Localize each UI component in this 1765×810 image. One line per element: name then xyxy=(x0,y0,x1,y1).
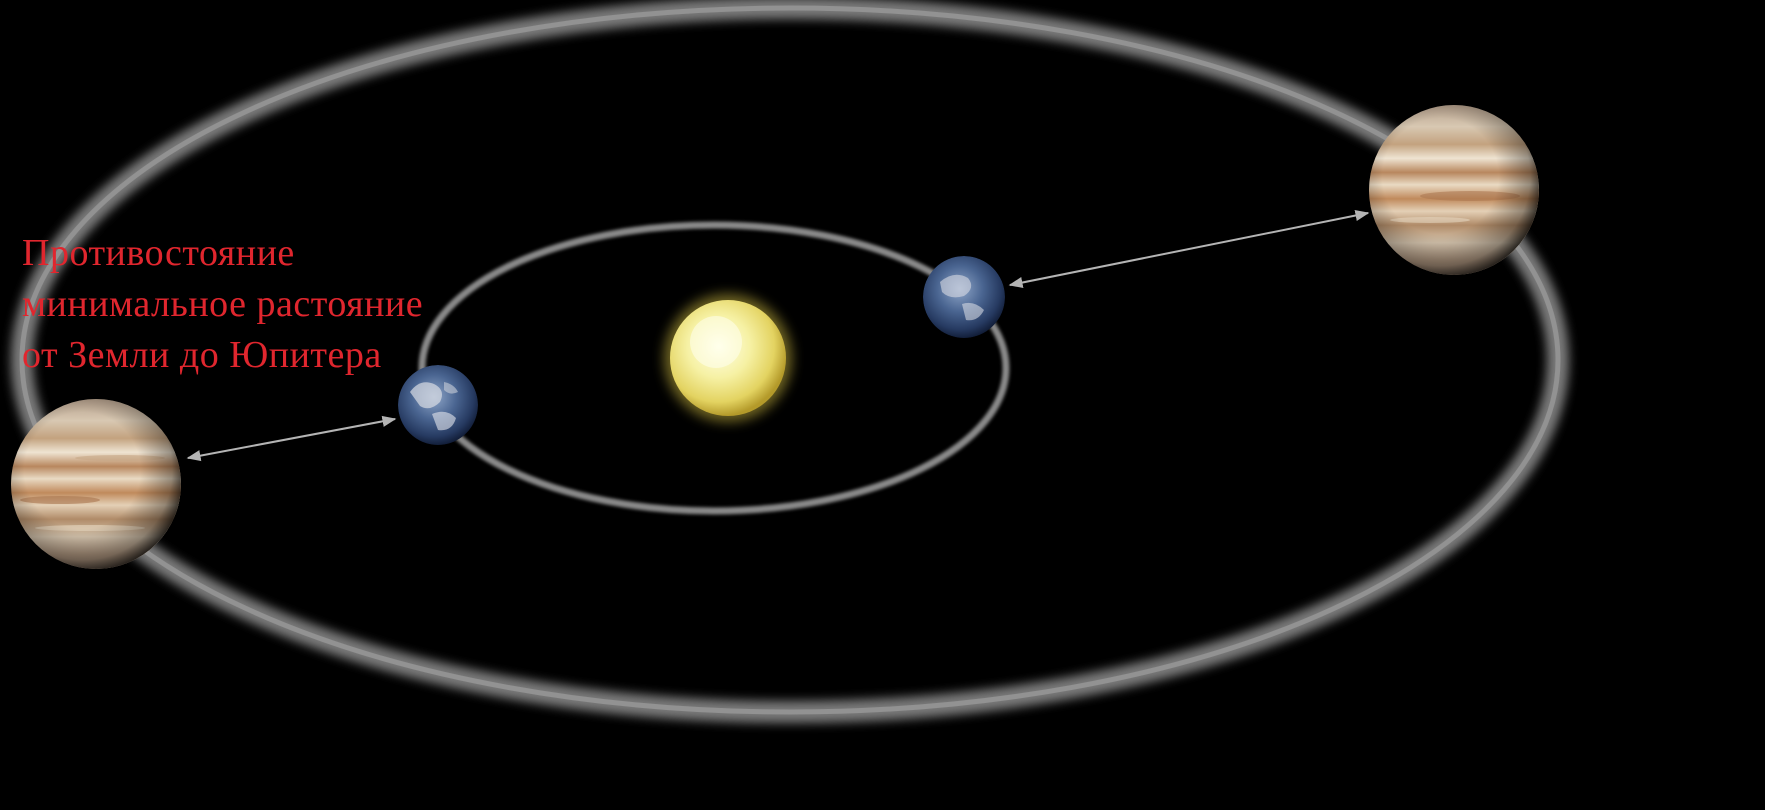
caption-line: минимальное растояние xyxy=(22,283,424,325)
earth-orbit xyxy=(418,221,1010,515)
jupiter-icon xyxy=(1369,105,1539,275)
distance-arrow-left xyxy=(186,415,397,462)
earth-icon xyxy=(923,256,1005,338)
sun-icon xyxy=(664,294,792,422)
caption-line: Противостояние xyxy=(22,232,295,274)
distance-arrow-right xyxy=(1008,209,1370,289)
earth-icon xyxy=(398,365,478,445)
opposition-caption: Противостояние минимальное растояние от … xyxy=(22,228,582,381)
jupiter-icon xyxy=(11,399,181,569)
caption-line: от Земли до Юпитера xyxy=(22,334,382,376)
